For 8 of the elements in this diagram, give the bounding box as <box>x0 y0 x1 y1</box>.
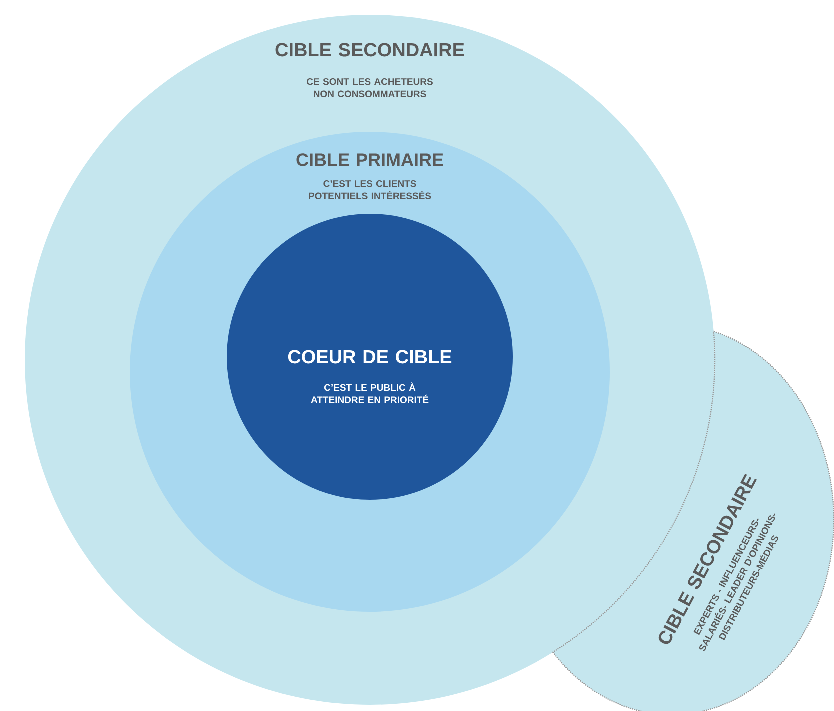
heading-text: CIBLE PRIMAIRE <box>296 154 444 166</box>
core-circle <box>227 214 513 500</box>
description-text: CE SONT LES ACHETEURS NON CONSOMMATEURS <box>307 78 433 98</box>
heading-text: CIBLE SECONDAIRE <box>276 43 464 57</box>
description-text: C’EST LES CLIENTS POTENTIELS INTÉRESSÉS <box>309 180 432 200</box>
segment-shape <box>552 330 834 711</box>
heading-text: COEUR DE CIBLE <box>288 350 452 364</box>
description-text: C’EST LE PUBLIC À ATTEINDRE EN PRIORITÉ <box>311 382 429 404</box>
